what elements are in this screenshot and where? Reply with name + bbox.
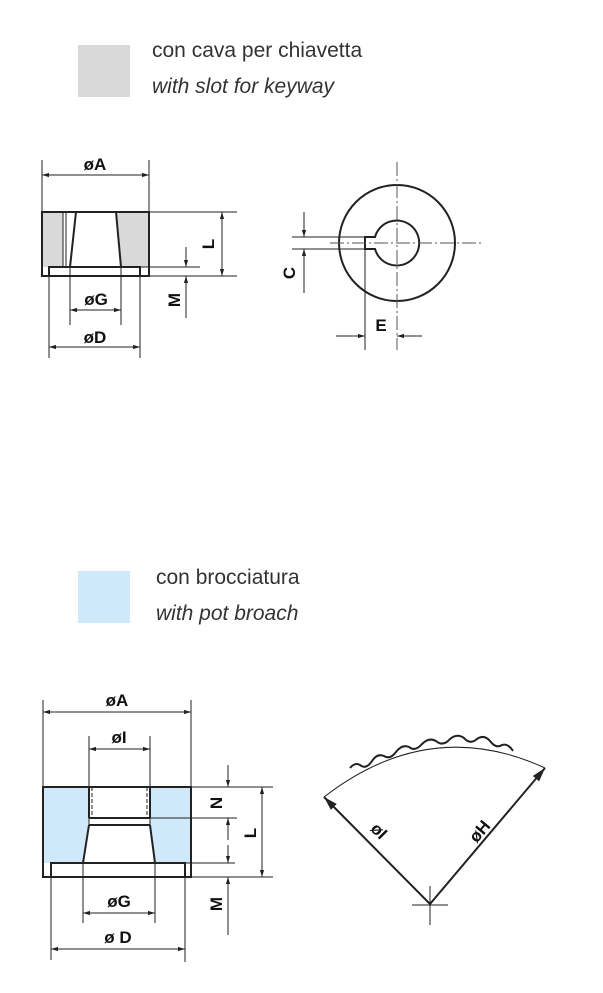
dim-label-A: øA <box>106 691 129 710</box>
dim-label-I-sector: øI <box>367 819 391 843</box>
broach-caption-en-text: with pot broach <box>156 602 299 625</box>
dim-label-D: ø D <box>104 928 131 947</box>
keyway-caption-it: con cava per chiavetta <box>152 39 363 62</box>
keyway-side-view: øA L M øG øD <box>41 155 237 358</box>
dim-label-D: øD <box>84 328 107 347</box>
broach-color-swatch <box>78 571 130 623</box>
dim-label-N: N <box>207 797 226 809</box>
broach-caption-it: con brocciatura <box>156 566 300 589</box>
keyway-caption-en: with slot for keyway <box>152 75 334 99</box>
dim-label-E: E <box>375 316 386 335</box>
broach-caption-en: with pot broach <box>156 602 298 626</box>
dim-label-L: L <box>241 828 260 838</box>
dim-label-L: L <box>199 239 218 249</box>
dim-label-I: øI <box>111 728 126 747</box>
keyway-caption-en-text: with slot for keyway <box>152 75 335 98</box>
dim-label-M: M <box>165 293 184 307</box>
dim-label-G: øG <box>107 892 131 911</box>
dim-label-C: C <box>280 267 299 279</box>
dim-label-H: øH <box>465 817 494 847</box>
dim-label-M: M <box>207 897 226 911</box>
keyway-front-view: C E <box>280 162 482 350</box>
broach-sector-view: øI øH <box>323 734 546 925</box>
keyway-color-swatch <box>78 45 130 97</box>
dim-label-G: øG <box>84 290 108 309</box>
dim-label-A: øA <box>84 155 107 174</box>
broach-side-view: øA øI N M L øG ø D <box>42 691 273 962</box>
